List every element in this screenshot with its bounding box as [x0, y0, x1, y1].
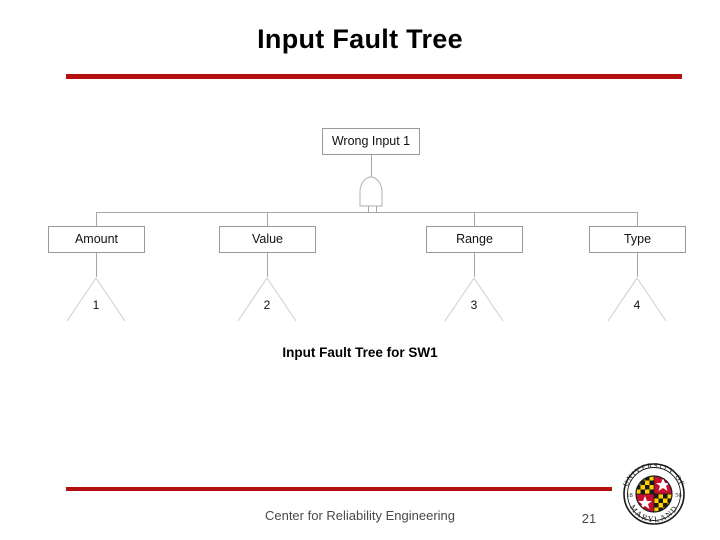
fault-tree-branch-box-type[interactable]: Type	[589, 226, 686, 253]
fault-tree-branch-box-value[interactable]: Value	[219, 226, 316, 253]
fault-tree-branch-box-amount[interactable]: Amount	[48, 226, 145, 253]
transfer-triangle-1[interactable]: 1	[65, 276, 127, 322]
university-of-maryland-seal-icon: UNIVERSITY OF MARYLAND 18 56	[612, 452, 696, 536]
footer-divider	[66, 487, 612, 491]
seal-year-right: 56	[675, 492, 682, 499]
connector-gate-stem-right	[376, 206, 377, 213]
transfer-triangle-label-4: 4	[633, 298, 641, 312]
fault-tree-branch-box-range[interactable]: Range	[426, 226, 523, 253]
diagram-caption: Input Fault Tree for SW1	[282, 345, 438, 360]
connector-drop-branch-1	[96, 212, 97, 226]
connector-box-to-transfer-3	[474, 253, 475, 277]
connector-drop-branch-2	[267, 212, 268, 226]
transfer-triangle-2[interactable]: 2	[236, 276, 298, 322]
slide-number: 21	[581, 511, 597, 526]
footer-organization-label: Center for Reliability Engineering	[264, 508, 456, 523]
transfer-triangle-label-1: 1	[92, 298, 100, 312]
connector-drop-branch-4	[637, 212, 638, 226]
title-divider	[66, 74, 682, 79]
transfer-triangle-4[interactable]: 4	[606, 276, 668, 322]
connector-gate-stem-left	[368, 206, 369, 213]
connector-drop-branch-3	[474, 212, 475, 226]
connector-box-to-transfer-2	[267, 253, 268, 277]
seal-year-left: 18	[626, 492, 633, 499]
connector-box-to-transfer-4	[637, 253, 638, 277]
fault-tree-diagram: Wrong Input 1 Amount Value Range Type 1 …	[0, 110, 720, 340]
transfer-triangle-label-3: 3	[470, 298, 478, 312]
page-title: Input Fault Tree	[257, 24, 463, 54]
connector-top-event-to-gate	[371, 155, 372, 178]
connector-distribution-bar	[96, 212, 637, 213]
transfer-triangle-3[interactable]: 3	[443, 276, 505, 322]
transfer-triangle-label-2: 2	[263, 298, 271, 312]
or-gate-icon	[356, 176, 386, 208]
connector-box-to-transfer-1	[96, 253, 97, 277]
fault-tree-top-event-box[interactable]: Wrong Input 1	[322, 128, 420, 155]
